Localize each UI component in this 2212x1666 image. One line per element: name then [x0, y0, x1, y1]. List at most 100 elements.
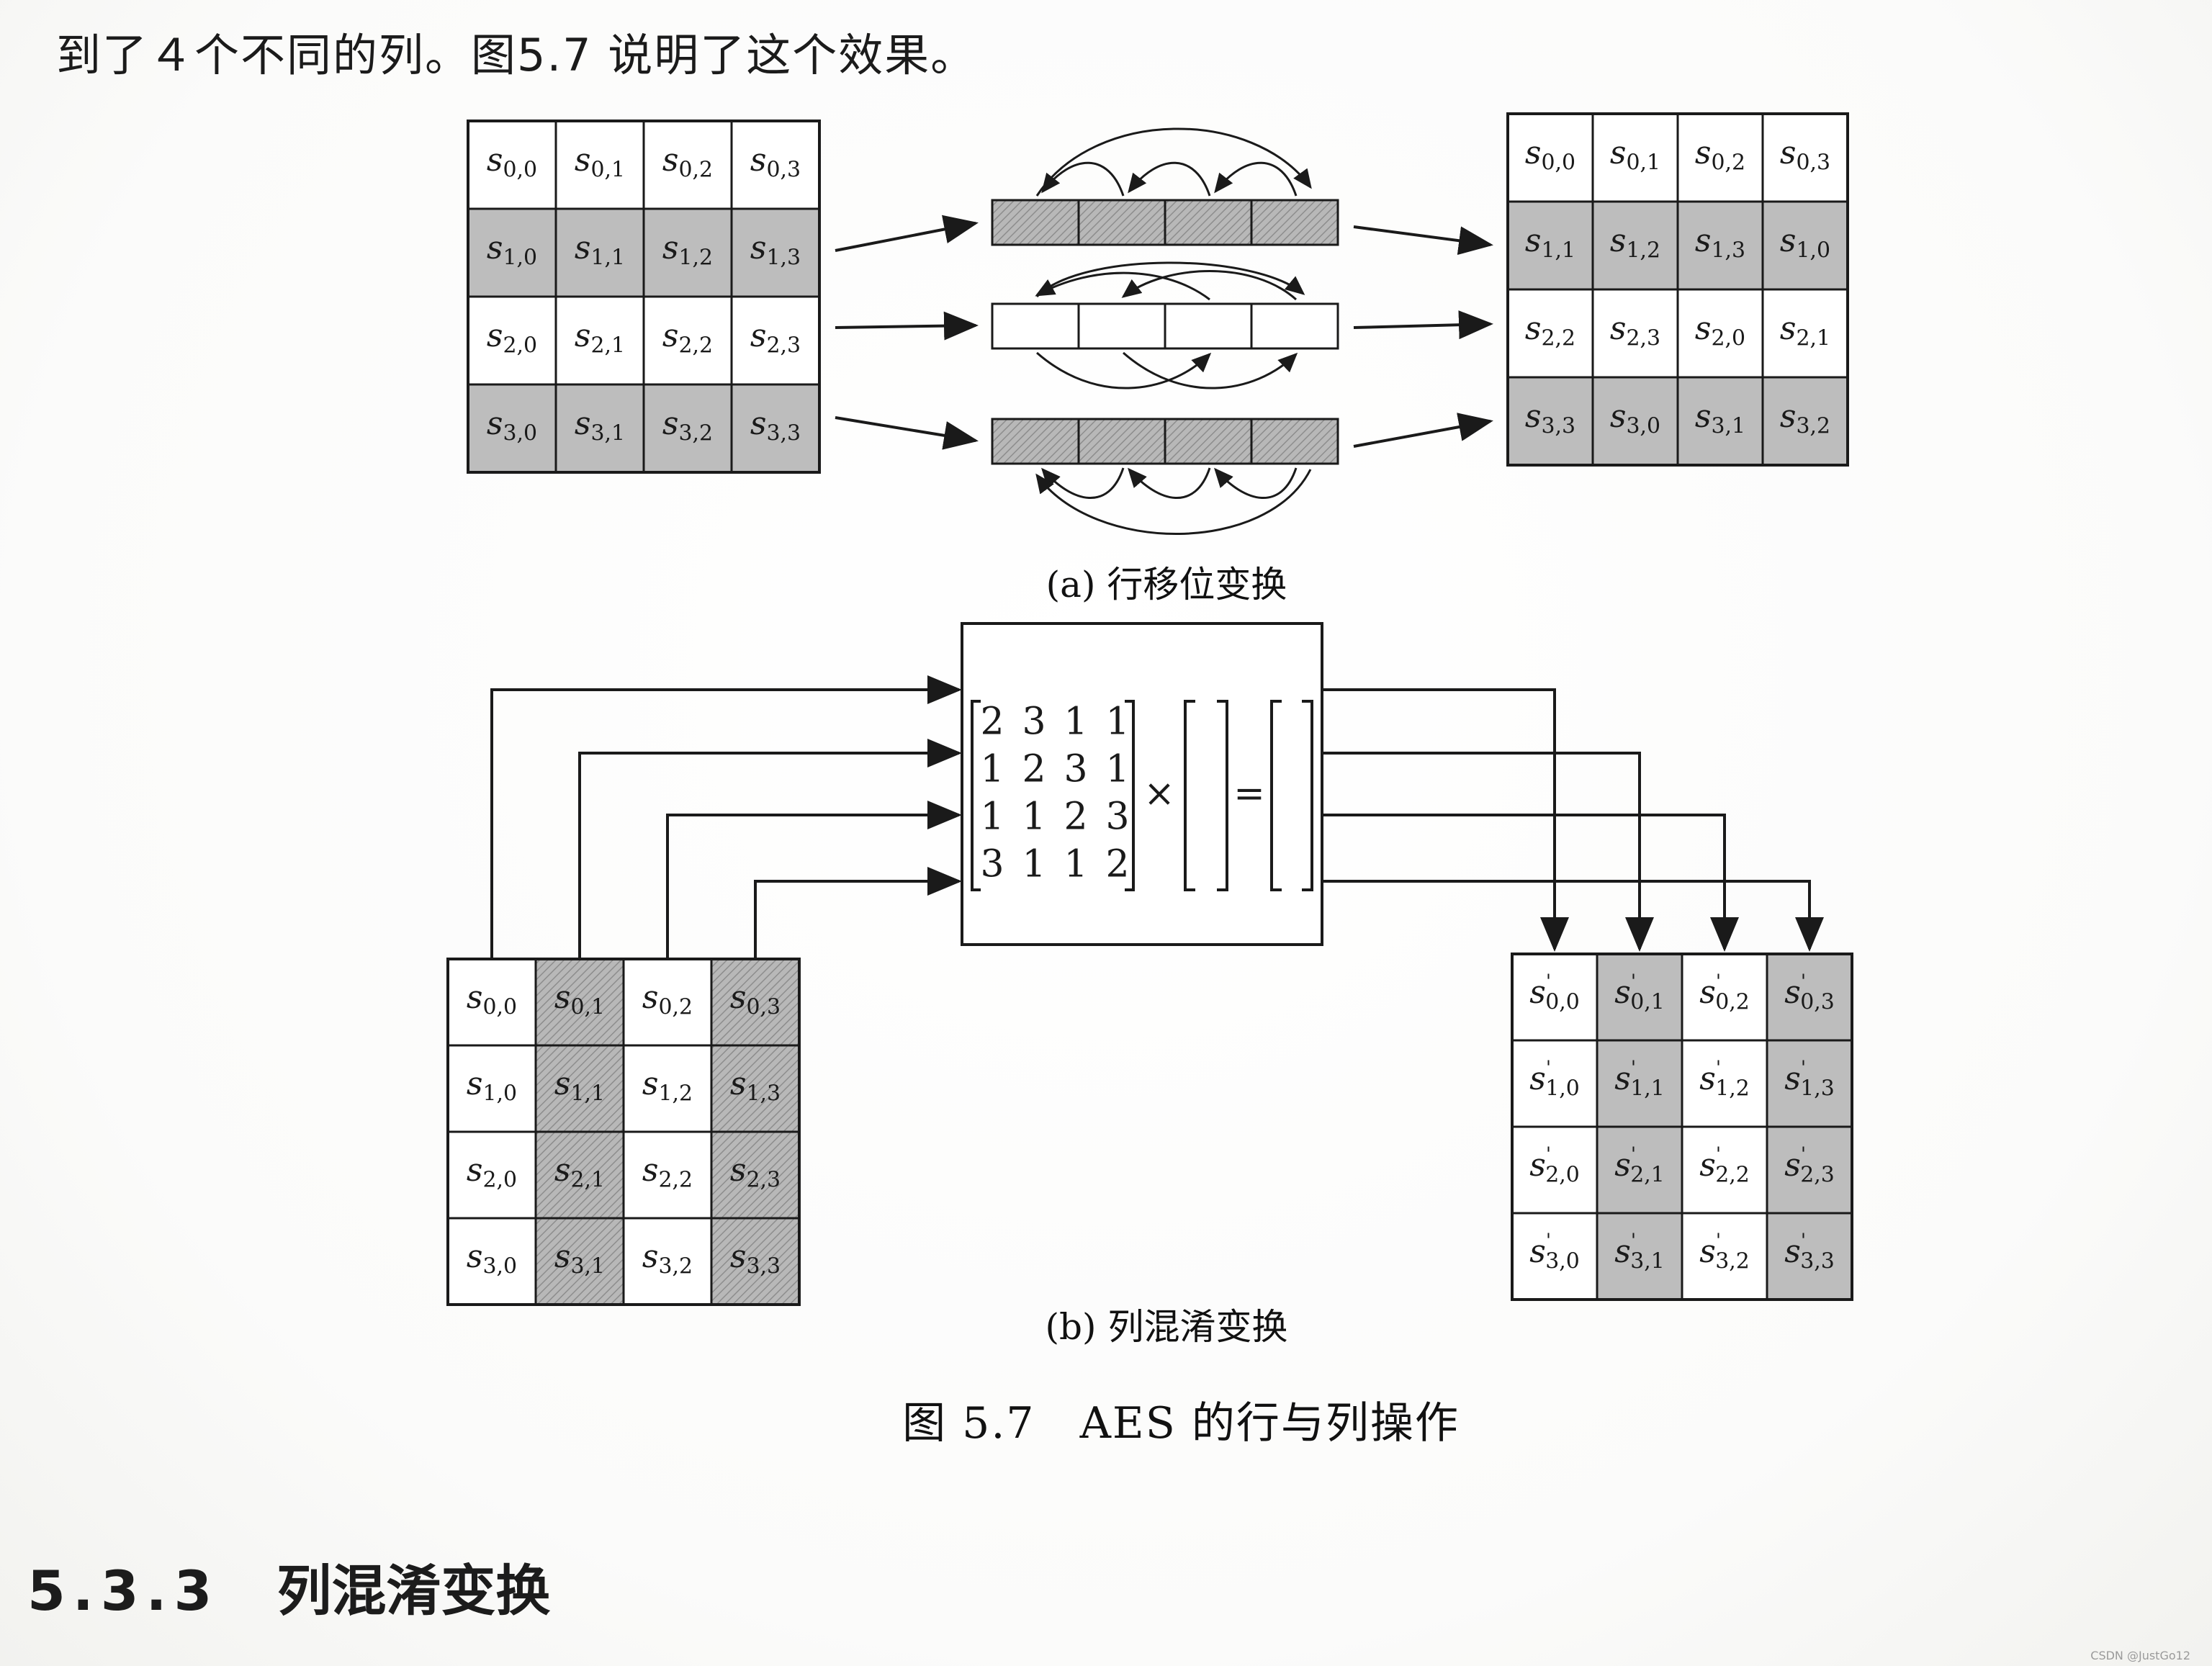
matrix-entry: 2 — [980, 701, 1004, 744]
mc-out-cell-label: s'1,1 — [1614, 1056, 1665, 1101]
mc-in-cell-label: s2,3 — [730, 1152, 781, 1193]
shift-register-cell — [991, 302, 1080, 350]
mc-in-cell — [710, 1130, 801, 1220]
column-input-arrow — [490, 675, 962, 959]
column-input-arrow — [666, 801, 962, 959]
section-number: 5.3.3 — [27, 1559, 220, 1623]
matrix-entry: 2 — [1105, 843, 1129, 886]
input-arrow — [835, 215, 979, 252]
mc-out-cell-label: s'1,2 — [1699, 1056, 1750, 1101]
column-output-arrow — [1322, 814, 1739, 952]
row-shift-caption: (a) 行移位变换 — [1046, 564, 1287, 605]
output-arrow — [1353, 225, 1493, 256]
matrix-entry: 3 — [1105, 796, 1129, 839]
rs-in-cell-label: s3,2 — [662, 405, 713, 446]
vector-right-bracket — [1217, 700, 1228, 891]
mc-out-cell — [1766, 1125, 1853, 1215]
row-shift-arrows — [835, 215, 1493, 450]
input-arrow — [835, 416, 979, 450]
section-heading: 5.3.3 列混淆变换 — [27, 1546, 550, 1626]
shift-register-cell — [1250, 418, 1339, 465]
matrix-entry: 1 — [1064, 701, 1087, 744]
matrix-entry: 3 — [1022, 701, 1046, 744]
rs-out-border — [1506, 112, 1849, 467]
rs-out-cell-label: s1,3 — [1695, 222, 1745, 264]
mc-out-cell-label: s'2,0 — [1529, 1143, 1580, 1187]
rs-out-cell-label: s0,1 — [1610, 135, 1660, 176]
mc-in-cell — [710, 1044, 801, 1133]
rs-in-cell-label: s2,0 — [487, 318, 537, 359]
mc-in-cell-label: s0,0 — [467, 979, 517, 1020]
rs-out-cell — [1676, 376, 1764, 467]
rs-in-cell-label: s2,3 — [750, 318, 801, 359]
rs-out-cell-label: s0,2 — [1695, 135, 1745, 176]
mc-in-cell-label: s3,2 — [642, 1238, 693, 1279]
rotate-arrow — [1041, 161, 1125, 197]
rs-in-cell — [642, 295, 733, 386]
mc-out-cell-label: s'3,2 — [1699, 1229, 1750, 1274]
rs-in-cell-label: s2,2 — [662, 318, 713, 359]
mc-in-cell-label: s3,0 — [467, 1238, 517, 1279]
mc-in-cell-label: s2,1 — [554, 1152, 605, 1193]
mc-out-cell — [1766, 1039, 1853, 1128]
rs-out-cell-label: s2,2 — [1525, 310, 1575, 351]
mc-out-cell-label: s'3,0 — [1529, 1229, 1580, 1274]
rs-out-cell — [1506, 288, 1594, 379]
rs-in-cell-label: s3,0 — [487, 405, 537, 446]
mc-out-cell-label: s'2,2 — [1699, 1143, 1750, 1187]
rs-in-cell — [554, 120, 645, 210]
mc-out-cell — [1596, 1212, 1683, 1301]
mc-in-cell — [446, 1044, 537, 1133]
matrix-entry: 3 — [1064, 748, 1087, 791]
shift-register-cell — [1164, 418, 1253, 465]
equals-sign: = — [1233, 773, 1265, 816]
shift-register-cell — [1250, 199, 1339, 246]
figure-caption: 图 5.7 AES 的行与列操作 — [902, 1398, 1460, 1449]
output-arrow — [1353, 310, 1493, 340]
mc-out-cell — [1511, 1039, 1599, 1128]
mc-out-cell-label: s'0,2 — [1699, 970, 1750, 1014]
matrix-entry: 2 — [1022, 748, 1046, 791]
matrix-right-bracket — [1125, 700, 1135, 891]
mc-out-cell-label: s'3,3 — [1784, 1229, 1835, 1274]
shift-register-cell — [1077, 418, 1166, 465]
wrap-arrow — [1035, 469, 1312, 535]
matrix-box-frame — [961, 622, 1323, 946]
rs-in-cell — [642, 207, 733, 298]
mc-in-cell-label: s0,2 — [642, 979, 693, 1020]
mc-in-cell-label: s3,1 — [554, 1238, 605, 1279]
rotate-arrow — [1128, 161, 1211, 197]
column-input-arrow — [578, 739, 962, 959]
rs-out-cell-label: s3,1 — [1695, 398, 1745, 439]
rs-in-cell-label: s0,1 — [575, 142, 625, 183]
input-arrow — [835, 311, 979, 341]
mc-in-cell — [622, 1044, 713, 1133]
watermark: CSDN @JustGo12 — [2090, 1649, 2190, 1662]
mc-in-cell-label: s1,3 — [730, 1066, 781, 1107]
mc-out-cell-label: s'3,1 — [1614, 1229, 1665, 1274]
rs-in-cell-label: s1,0 — [487, 230, 537, 271]
rs-out-cell-label: s3,2 — [1780, 398, 1830, 439]
rs-out-cell — [1591, 376, 1679, 467]
shift-register-cell — [1164, 199, 1253, 246]
mc-in-cell-label: s1,2 — [642, 1066, 693, 1107]
rotate-arrow — [1036, 351, 1212, 390]
matrix-entry: 2 — [1064, 796, 1087, 839]
section-title: 列混淆变换 — [276, 1559, 551, 1623]
shift-register-cell — [1077, 302, 1166, 350]
shift-register-cell — [1164, 302, 1253, 350]
rs-in-cell — [730, 295, 821, 386]
rotate-arrow — [1128, 467, 1211, 499]
rs-in-cell-label: s3,1 — [575, 405, 625, 446]
rs-in-cell-label: s0,2 — [662, 142, 713, 183]
mc-in-cell-label: s2,0 — [467, 1152, 517, 1193]
column-output-arrow — [1322, 752, 1654, 952]
rs-in-cell — [467, 120, 557, 210]
matrix-entry: 1 — [980, 796, 1004, 839]
mc-in-cell — [534, 958, 625, 1047]
rotate-arrow — [1121, 270, 1298, 301]
